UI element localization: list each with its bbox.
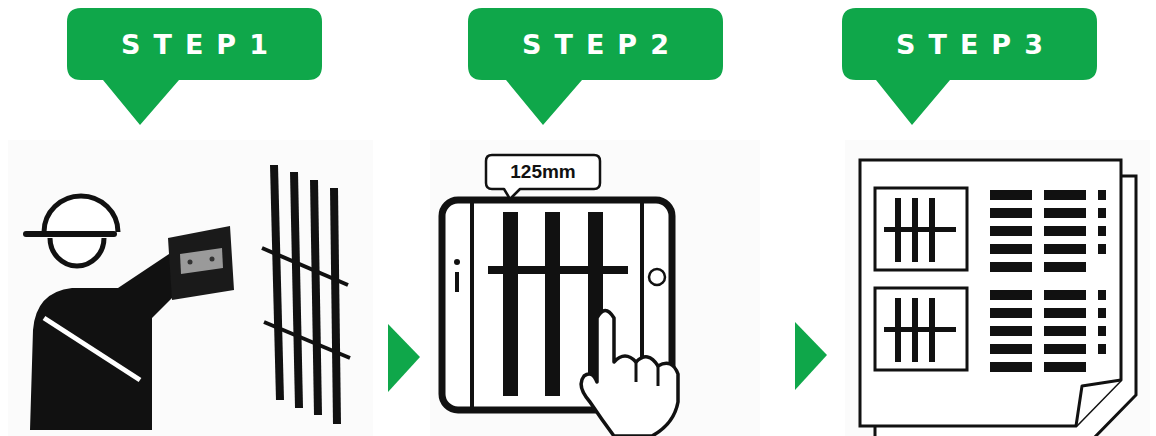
bubble-shape [842,8,1097,125]
report-text-rows-part [990,308,1032,318]
scanner-device [168,226,234,300]
report-pages-part [1076,380,1121,426]
tablet-device-part [488,266,628,274]
scanner-device-part [168,226,234,300]
tablet-device-part [470,203,474,407]
callout-shape [486,155,600,199]
tablet-device-part [455,272,459,292]
pointing-hand-part [657,366,660,386]
scanner-device-part [210,257,215,262]
report-thumbnail-part [884,327,956,332]
dimension-value: 125mm [486,155,600,189]
worker-figure-part [44,196,118,232]
panel-background [8,140,1150,436]
flow-triangle-part [388,324,420,392]
report-text-rows [990,190,1106,372]
bubble-outline [842,8,1097,125]
report-text-rows-part [990,344,1032,354]
rebar-grid-part [264,322,350,358]
report-text-rows-part [1098,244,1106,254]
flow-triangle-part [795,322,827,390]
report-text-rows-part [1044,244,1086,254]
panel-background-part [8,140,373,436]
scanner-device-part [188,260,193,265]
report-text-rows-part [1098,290,1106,300]
tablet-device-part [442,200,672,410]
pointing-hand [581,311,678,436]
report-text-rows-part [1098,344,1106,354]
report-text-rows-part [1044,262,1086,272]
rebar-grid-part [270,165,284,400]
report-text-rows-part [990,190,1032,200]
bubble-outline [67,8,322,125]
bubble-shape [468,8,723,125]
panel-background-part [845,140,1150,436]
report-thumbnail [875,188,967,370]
bubble-shape [67,8,322,125]
report-text-rows-part [1044,362,1086,372]
tablet-device-part [545,212,560,396]
worker-figure-part [26,231,114,237]
report-text-rows-part [1044,226,1086,236]
report-thumbnail-part [875,288,967,370]
tablet-device-part [454,259,460,265]
rebar-grid-part [330,188,341,424]
report-text-rows-part [990,226,1032,236]
report-thumbnail-part [884,227,956,232]
step-label: STEP2 [468,8,723,80]
panel-background-part [430,140,760,436]
report-text-rows-part [1044,308,1086,318]
report-text-rows-part [1044,190,1086,200]
step-label: STEP1 [67,8,322,80]
report-text-rows-part [990,362,1032,372]
pointing-hand-part [635,362,638,382]
report-pages [860,160,1136,436]
report-text-rows-part [1044,290,1086,300]
report-text-rows-part [990,290,1032,300]
report-thumbnail-part [875,188,967,270]
rebar-grid-part [290,172,303,408]
report-text-rows-part [1098,308,1106,318]
step-label-bubble: STEP2 [468,8,723,125]
step-label-bubble: STEP1 [67,8,322,125]
report-pages-part [860,160,1121,426]
report-text-rows-part [1044,344,1086,354]
dimension-callout: 125mm [486,155,600,199]
report-text-rows-part [990,208,1032,218]
step-label: STEP3 [842,8,1097,80]
report-text-rows-part [1044,326,1086,336]
report-text-rows-part [1098,226,1106,236]
report-text-rows-part [1098,326,1106,336]
scanner-device-part [180,248,223,274]
bubble-outline [468,8,723,125]
worker-figure-part [50,238,104,266]
report-text-rows-part [1044,208,1086,218]
rebar-grid-part [310,180,322,415]
tablet-device-part [649,269,665,285]
rebar-grid-part [262,248,348,285]
report-text-rows-part [990,262,1032,272]
step-label-bubble: STEP3 [842,8,1097,125]
pointing-hand-part [581,311,678,436]
report-text-rows-part [990,326,1032,336]
rebar-grid [262,165,350,424]
worker-figure-part [44,318,140,380]
report-text-rows-part [1098,208,1106,218]
report-text-rows-part [1098,190,1106,200]
worker-figure [26,196,194,430]
tablet-device-part [503,212,518,396]
report-text-rows-part [990,244,1032,254]
tablet-device [442,200,672,410]
worker-figure-part [30,252,194,430]
